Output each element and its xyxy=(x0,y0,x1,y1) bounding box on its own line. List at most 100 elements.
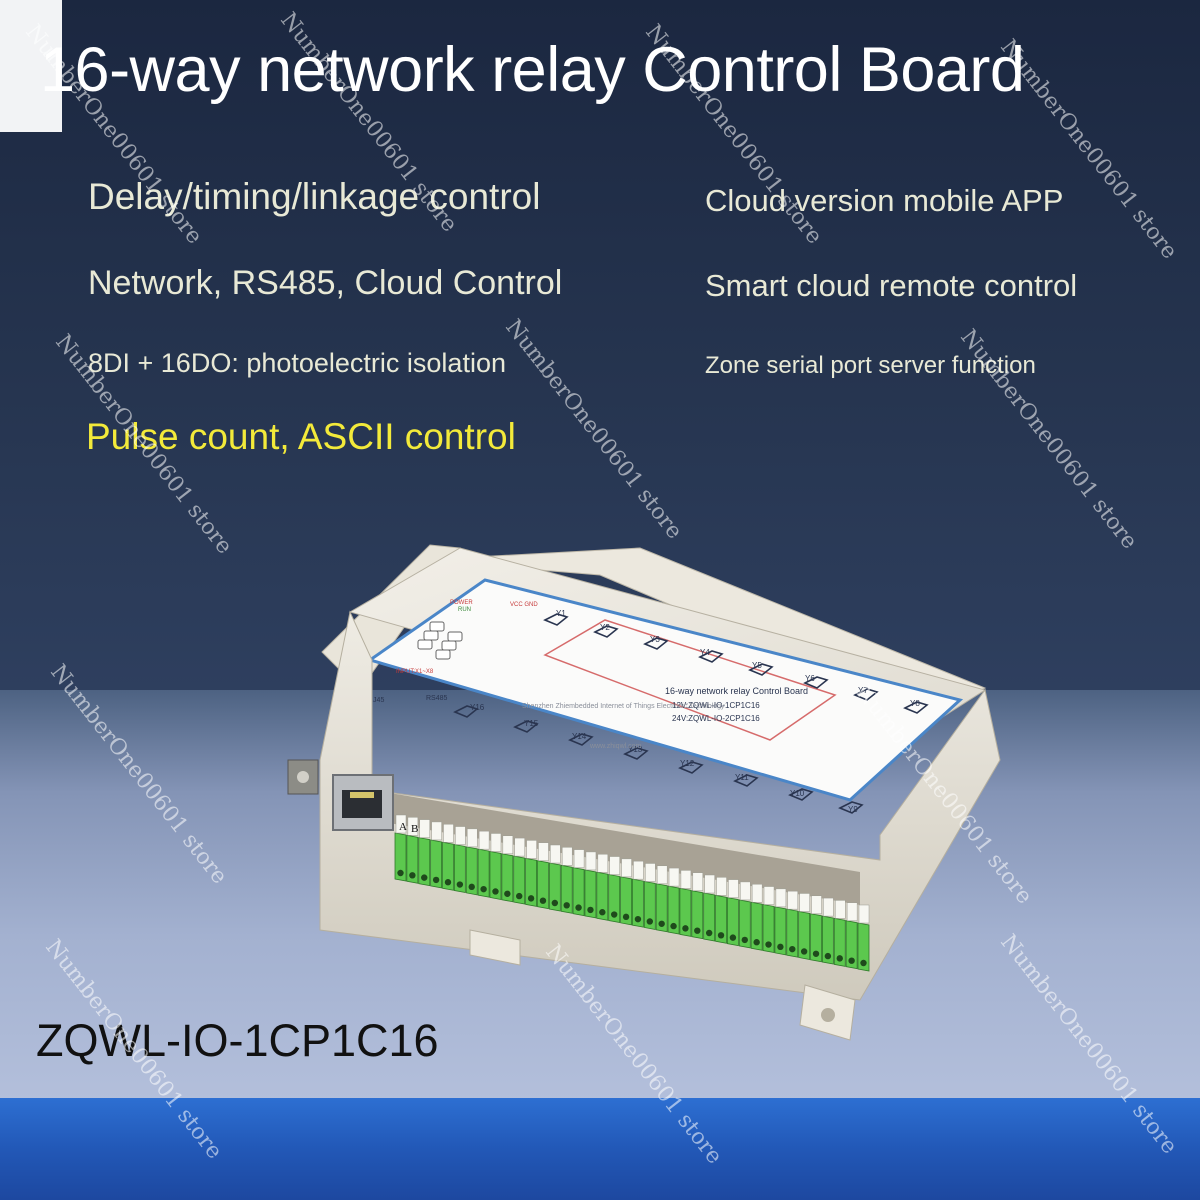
screw-terminal xyxy=(525,857,537,907)
dip-switch-block xyxy=(417,621,463,660)
label-input: INPUT:X1~X8 xyxy=(396,669,434,675)
terminal-screw-hole xyxy=(610,911,618,918)
terminal-slot xyxy=(372,790,860,905)
screw-terminal xyxy=(442,841,454,891)
terminal-label-tag xyxy=(407,817,419,836)
relay-label-top-y6: Y6 xyxy=(805,674,815,683)
terminal-label-a: A xyxy=(399,821,407,833)
model-number: ZQWL-IO-1CP1C16 xyxy=(36,1015,439,1066)
label-rs485: RS485 xyxy=(426,695,448,702)
relay-symbols-top xyxy=(543,613,929,714)
terminal-label-tag xyxy=(621,858,632,878)
screw-terminal xyxy=(774,906,787,956)
screw-terminal xyxy=(537,860,549,910)
board-label-line3: 24V:ZQWL-IO-2CP1C16 xyxy=(672,714,760,723)
terminal-screw-hole xyxy=(599,909,606,916)
terminal-screw-hole xyxy=(705,929,713,937)
terminal-label-tag xyxy=(656,865,668,885)
terminal-label-tag xyxy=(645,863,656,882)
terminal-screw-hole xyxy=(575,904,582,911)
relay-label-top-y2: Y2 xyxy=(600,623,610,632)
feature-serial-server: Zone serial port server function xyxy=(705,352,1036,379)
screw-terminal xyxy=(489,850,502,900)
relay-label-bottom-y9: Y9 xyxy=(848,805,858,814)
screw-terminal xyxy=(857,922,870,972)
feature-delay-timing: Delay/timing/linkage control xyxy=(88,176,541,217)
terminal-screw-hole xyxy=(729,934,737,941)
feature-cloud-app: Cloud version mobile APP xyxy=(705,183,1064,218)
screw-terminal xyxy=(406,834,419,884)
terminal-screw-hole xyxy=(741,936,748,944)
terminal-label-tag xyxy=(443,823,454,843)
terminal-label-tag xyxy=(514,837,525,857)
feature-pulse-count: Pulse count, ASCII control xyxy=(86,416,516,457)
terminal-screw-hole xyxy=(397,869,404,877)
screw-terminal xyxy=(810,913,822,963)
terminal-screw-hole xyxy=(824,952,832,960)
screw-terminal xyxy=(572,867,585,917)
screw-terminal xyxy=(833,917,846,967)
terminal-label-tag xyxy=(419,819,430,838)
terminal-label-tag xyxy=(799,893,810,912)
relay-label-bottom-y12: Y12 xyxy=(680,759,695,768)
terminal-screw-hole xyxy=(694,927,701,934)
terminal-label-tag xyxy=(478,830,490,850)
screw-terminal xyxy=(845,920,858,970)
screw-terminal xyxy=(418,837,431,887)
terminal-label-tag xyxy=(573,849,585,868)
terminal-label-tag xyxy=(561,847,573,866)
mount-tab-left xyxy=(287,759,319,795)
terminal-screw-hole xyxy=(409,872,416,879)
terminal-screw-hole xyxy=(634,915,642,923)
screw-terminal xyxy=(655,883,668,933)
screw-terminal xyxy=(477,848,490,898)
screw-terminal xyxy=(727,897,739,947)
screw-terminal xyxy=(762,904,775,954)
screw-terminal xyxy=(453,844,466,894)
terminal-label-tag xyxy=(526,840,537,859)
screw-terminal xyxy=(501,853,514,903)
screw-terminal xyxy=(548,862,561,912)
relay-label-top-y7: Y7 xyxy=(858,686,868,695)
board-label-line2: 12V:ZQWL-IO-1CP1C16 xyxy=(672,701,760,710)
white-corner-patch xyxy=(0,0,62,132)
feature-remote-control: Smart cloud remote control xyxy=(705,268,1078,303)
screw-terminal xyxy=(643,880,656,930)
terminal-screw-hole xyxy=(717,932,725,939)
screw-terminal xyxy=(786,908,799,958)
relay-label-top-y4: Y4 xyxy=(700,648,710,657)
terminal-label-tag xyxy=(538,842,549,861)
screw-terminal-strip xyxy=(394,814,870,972)
relay-label-bottom-y16: Y16 xyxy=(470,703,485,712)
relay-label-bottom-y14: Y14 xyxy=(572,732,587,741)
terminal-label-tag xyxy=(716,877,727,896)
screw-terminal xyxy=(584,869,597,919)
terminal-label-b: B xyxy=(411,823,418,835)
screw-terminal xyxy=(798,910,811,960)
terminal-screw-hole xyxy=(860,959,867,967)
relay-label-bottom-y13: Y13 xyxy=(628,745,643,754)
terminal-screw-hole xyxy=(563,902,570,909)
screw-terminal xyxy=(821,915,834,965)
terminal-screw-hole xyxy=(551,899,559,907)
terminal-screw-hole xyxy=(516,892,523,900)
terminal-label-tag xyxy=(704,874,715,894)
terminal-label-tag xyxy=(740,881,751,901)
label-power: POWER xyxy=(450,600,473,606)
terminal-screw-hole xyxy=(812,950,820,957)
terminal-screw-hole xyxy=(539,897,547,904)
terminal-screw-hole xyxy=(658,920,665,927)
screw-terminal xyxy=(608,874,621,924)
relay-label-top-y1: Y1 xyxy=(556,609,566,618)
terminal-screw-hole xyxy=(753,939,760,946)
terminal-label-tag xyxy=(692,872,704,891)
terminal-label-tag xyxy=(823,897,834,917)
relay-label-top-y8: Y8 xyxy=(910,699,920,708)
terminal-label-tag xyxy=(633,860,644,880)
terminal-label-tag xyxy=(787,890,799,910)
label-panel xyxy=(366,578,964,802)
screw-terminal xyxy=(667,885,680,935)
board-label-maker: Shenzhen Zhiembedded Internet of Things … xyxy=(522,703,725,710)
terminal-label-tag xyxy=(395,814,407,834)
